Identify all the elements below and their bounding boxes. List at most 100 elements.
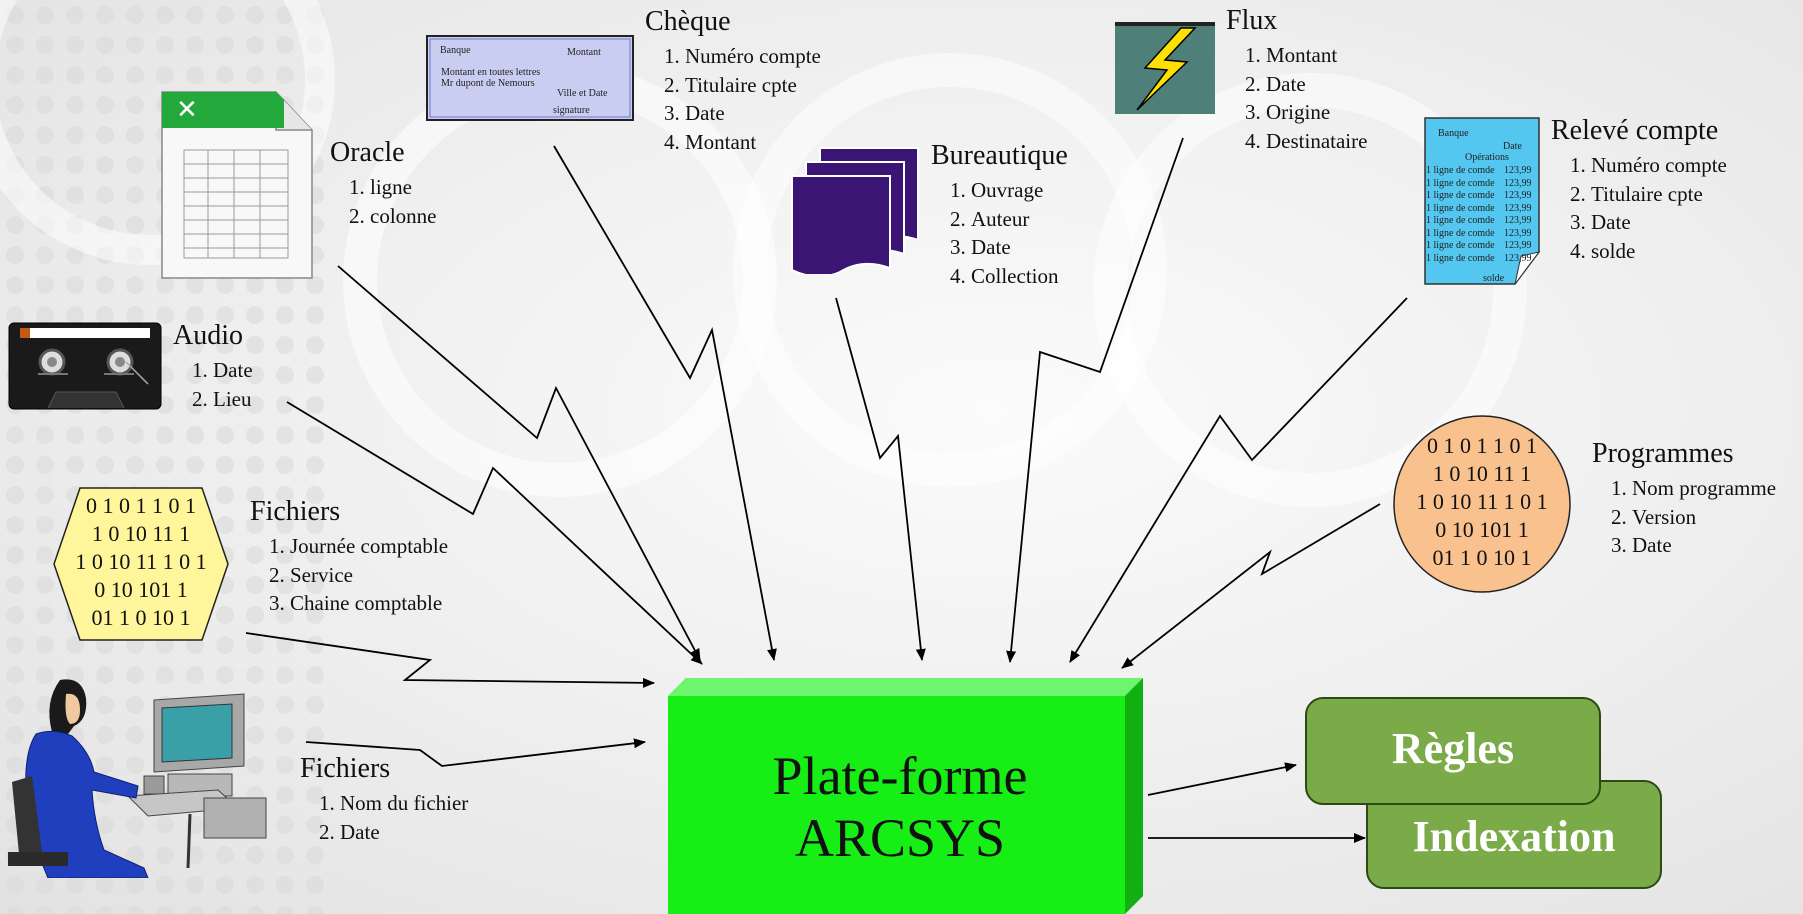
programmes-list: Nom programme Version Date [1592,474,1776,560]
list-item: Date [1266,70,1367,99]
list-item: Destinataire [1266,127,1367,156]
list-item: Version [1632,503,1776,532]
audio-title: Audio [173,320,243,351]
documents-icon [791,147,919,274]
regles-label: Règles [1391,724,1515,773]
binary-line: 01 1 0 10 1 [1432,545,1532,570]
binary-line: 0 10 101 1 [1435,517,1529,542]
cheque-city-text: Ville et Date [557,88,608,99]
list-item: Date [685,99,821,128]
binary-line: 0 1 0 1 1 0 1 [86,493,196,518]
binary-line: 01 1 0 10 1 [91,605,191,630]
list-item: colonne [370,202,436,231]
oracle-block: Oracle ligne colonne [330,137,436,230]
binary-line: 0 1 0 1 1 0 1 [1427,433,1537,458]
wire-releve [1069,297,1408,663]
fichiers-user-block: Fichiers Nom du fichier Date [300,753,468,846]
list-item: Titulaire cpte [1591,180,1727,209]
spreadsheet-icon: ✕ [161,91,313,279]
cassette-icon [8,322,162,410]
platform-line2: ARCSYS [794,808,1006,868]
releve-line-text: 1 ligne de comde [1426,215,1495,226]
releve-amount-text: 123,99 [1504,165,1532,176]
releve-date-text: Date [1503,141,1522,152]
binary-circle-icon [1393,415,1571,593]
list-item: solde [1591,237,1727,266]
binary-circle-text: 0 1 0 1 1 0 1 1 0 10 11 1 1 0 10 11 1 0 … [1392,432,1572,572]
list-item: Origine [1266,98,1367,127]
audio-block: Audio Date Lieu [173,320,253,413]
releve-line-text: 1 ligne de comde [1426,227,1495,239]
list-item: ligne [370,173,436,202]
cheque-amount-text: Montant [567,47,601,58]
releve-line-text: 1 ligne de comde [1426,190,1495,201]
binary-line: 0 10 101 1 [94,577,188,602]
lightning-icon [1115,22,1215,114]
regles-box: Règles [1305,697,1601,805]
releve-solde-text: solde [1483,273,1505,284]
releve-line-text: 1 ligne de comde [1426,240,1495,251]
releve-bank-text: Banque [1438,128,1469,139]
releve-amount-text: 123,99 [1504,227,1532,239]
list-item: Montant [685,128,821,157]
svg-text:✕: ✕ [176,95,198,125]
list-item: Journée comptable [290,532,448,561]
releve-line-text: 1 ligne de comde [1426,252,1495,264]
wire-flux [1006,137,1184,663]
releve-amount-text: 123,99 [1504,240,1532,251]
releve-amount-text: 123,99 [1504,215,1532,226]
computer-user-icon [8,679,267,878]
cheque-words-text: Montant en toutes lettres [441,67,541,78]
cheque-name-text: Mr dupont de Nemours [441,78,535,89]
releve-operations-text: Opérations [1465,152,1509,163]
list-item: Chaine comptable [290,589,448,618]
cheque-icon [426,35,634,121]
list-item: Date [1632,531,1776,560]
list-item: Ouvrage [971,176,1068,205]
list-item: Auteur [971,205,1068,234]
wire-audio [286,401,703,665]
fichiers-binary-block: Fichiers Journée comptable Service Chain… [250,496,448,618]
wire-fichiers-user [305,738,646,767]
binary-line: 1 0 10 11 1 0 1 [1416,489,1548,514]
list-item: Numéro compte [685,42,821,71]
releve-amount-text: 123,99 [1504,190,1532,201]
indexation-label: Indexation [1412,812,1616,861]
statement-icon [1424,117,1541,285]
programmes-title: Programmes [1592,438,1734,469]
list-item: Service [290,561,448,590]
platform-label: Plate-forme ARCSYS [672,745,1128,869]
releve-line-text: 1 ligne de comde [1426,202,1495,214]
cheque-bank-text: Banque [440,45,471,56]
fichiers-binary-title: Fichiers [250,496,341,527]
list-item: Lieu [213,385,253,414]
wire-programmes [1121,503,1381,669]
flux-title: Flux [1226,5,1278,36]
list-item: Date [1591,208,1727,237]
binary-line: 1 0 10 11 1 0 1 [75,549,207,574]
list-item: Collection [971,262,1068,291]
cheque-title: Chèque [645,6,731,37]
releve-amount-text: 123,99 [1504,252,1532,264]
flux-list: Montant Date Origine Destinataire [1226,41,1367,155]
binary-hexagon-icon [53,487,229,641]
list-item: Nom programme [1632,474,1776,503]
oracle-title: Oracle [330,137,405,168]
releve-title: Relevé compte [1551,115,1719,146]
wire-oracle [337,265,701,661]
bureautique-title: Bureautique [931,140,1068,171]
cheque-signature-text: signature [553,105,590,116]
list-item: Numéro compte [1591,151,1727,180]
fichiers-user-list: Nom du fichier Date [300,789,468,846]
wire-fichiers-binary [245,632,655,688]
platform-box [668,678,1143,914]
list-item: Date [213,356,253,385]
releve-line-text: 1 ligne de comde [1426,177,1495,189]
cheque-block: Chèque Numéro compte Titulaire cpte Date… [645,6,821,156]
list-item: Date [971,233,1068,262]
bureautique-list: Ouvrage Auteur Date Collection [931,176,1068,290]
audio-list: Date Lieu [173,356,253,413]
fichiers-binary-list: Journée comptable Service Chaine comptab… [250,532,448,618]
releve-amount-text: 123,99 [1504,202,1532,214]
